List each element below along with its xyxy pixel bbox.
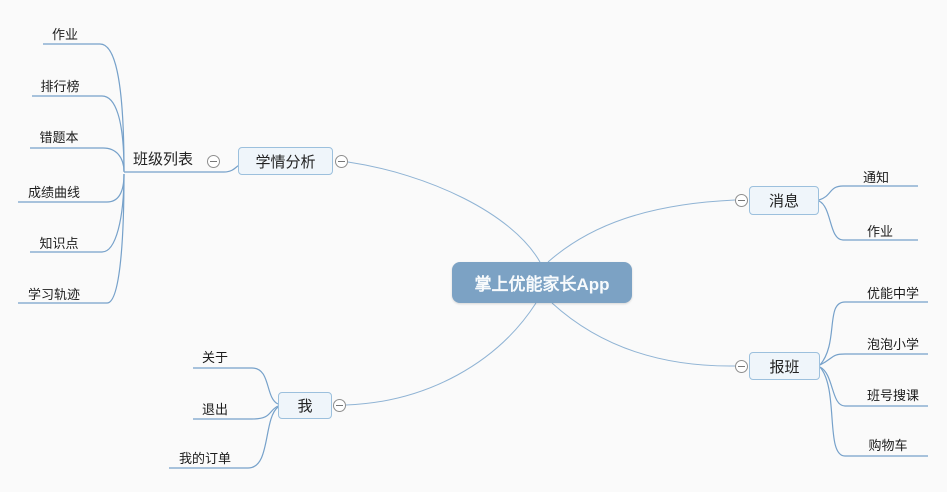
leaf-homework-label: 作业 — [51, 27, 79, 42]
connector-leaf-wrong-questions — [30, 147, 125, 173]
connector-leaf-homework-msg — [818, 200, 918, 241]
leaf-pop-primary[interactable]: 泡泡小学 — [867, 337, 919, 353]
leaf-ranking[interactable]: 排行榜 — [40, 79, 79, 95]
connector-leaf-about — [193, 367, 279, 405]
node-class-list[interactable]: 班级列表 — [133, 151, 193, 168]
leaf-class-search[interactable]: 班号搜课 — [867, 388, 919, 404]
connector-leaf-uneng-middle — [819, 301, 928, 366]
node-learning-analysis-label: 学情分析 — [255, 153, 316, 171]
connector-root-enroll — [551, 302, 736, 367]
leaf-my-orders-label: 我的订单 — [178, 451, 232, 466]
connector-leaf-study-track — [18, 173, 125, 304]
connector-leaf-class-search — [819, 366, 928, 407]
node-messages-label: 消息 — [768, 193, 799, 210]
node-enroll-label: 报班 — [769, 358, 800, 376]
connector-leaf-homework — [43, 43, 125, 172]
leaf-notice-label: 通知 — [862, 170, 890, 185]
leaf-wrong-questions-label: 错题本 — [39, 130, 79, 145]
leaf-uneng-middle[interactable]: 优能中学 — [867, 286, 919, 302]
node-class-list-label: 班级列表 — [132, 151, 194, 168]
node-enroll[interactable]: 报班 — [749, 352, 820, 380]
leaf-score-curve[interactable]: 成绩曲线 — [28, 185, 80, 201]
collapse-icon-class-list[interactable] — [207, 155, 220, 168]
leaf-uneng-middle-label: 优能中学 — [866, 286, 920, 301]
leaf-class-search-label: 班号搜课 — [866, 388, 920, 403]
connector-leaf-notice — [818, 185, 918, 201]
leaf-study-track-label: 学习轨迹 — [27, 287, 81, 302]
leaf-knowledge-points-label: 知识点 — [39, 236, 79, 251]
connector-root-me — [345, 302, 537, 406]
leaf-cart[interactable]: 购物车 — [868, 438, 907, 454]
leaf-logout[interactable]: 退出 — [202, 402, 228, 418]
leaf-ranking-label: 排行榜 — [40, 79, 80, 94]
leaf-knowledge-points[interactable]: 知识点 — [39, 236, 78, 252]
leaf-my-orders[interactable]: 我的订单 — [179, 451, 231, 467]
leaf-cart-label: 购物车 — [868, 438, 908, 453]
collapse-icon-learning-analysis[interactable] — [335, 155, 348, 168]
root-node-label: 掌上优能家长App — [474, 275, 610, 294]
node-me[interactable]: 我 — [278, 392, 332, 419]
leaf-wrong-questions[interactable]: 错题本 — [39, 130, 78, 146]
collapse-icon-me[interactable] — [333, 399, 346, 412]
root-node[interactable]: 掌上优能家长App — [452, 262, 632, 303]
connector-root-messages — [547, 199, 736, 263]
collapse-icon-messages[interactable] — [735, 194, 748, 207]
node-messages[interactable]: 消息 — [749, 186, 819, 215]
connector-leaf-ranking — [32, 95, 125, 172]
collapse-icon-enroll[interactable] — [735, 360, 748, 373]
node-me-label: 我 — [297, 398, 313, 415]
connector-leaf-pop-primary — [819, 353, 928, 366]
leaf-logout-label: 退出 — [201, 402, 229, 417]
leaf-pop-primary-label: 泡泡小学 — [866, 337, 920, 352]
leaf-about-label: 关于 — [201, 350, 229, 365]
leaf-about[interactable]: 关于 — [202, 350, 228, 366]
leaf-homework[interactable]: 作业 — [52, 27, 78, 43]
connector-root-learning-analysis — [347, 161, 541, 263]
connector-leaf-my-orders — [169, 406, 279, 469]
leaf-study-track[interactable]: 学习轨迹 — [28, 287, 80, 303]
leaf-homework-msg-label: 作业 — [866, 224, 894, 239]
connector-leaf-cart — [819, 366, 928, 457]
leaf-notice[interactable]: 通知 — [863, 170, 889, 186]
connector-leaf-logout — [193, 405, 279, 420]
leaf-score-curve-label: 成绩曲线 — [27, 185, 81, 200]
leaf-homework-msg[interactable]: 作业 — [867, 224, 893, 240]
node-learning-analysis[interactable]: 学情分析 — [238, 147, 333, 175]
